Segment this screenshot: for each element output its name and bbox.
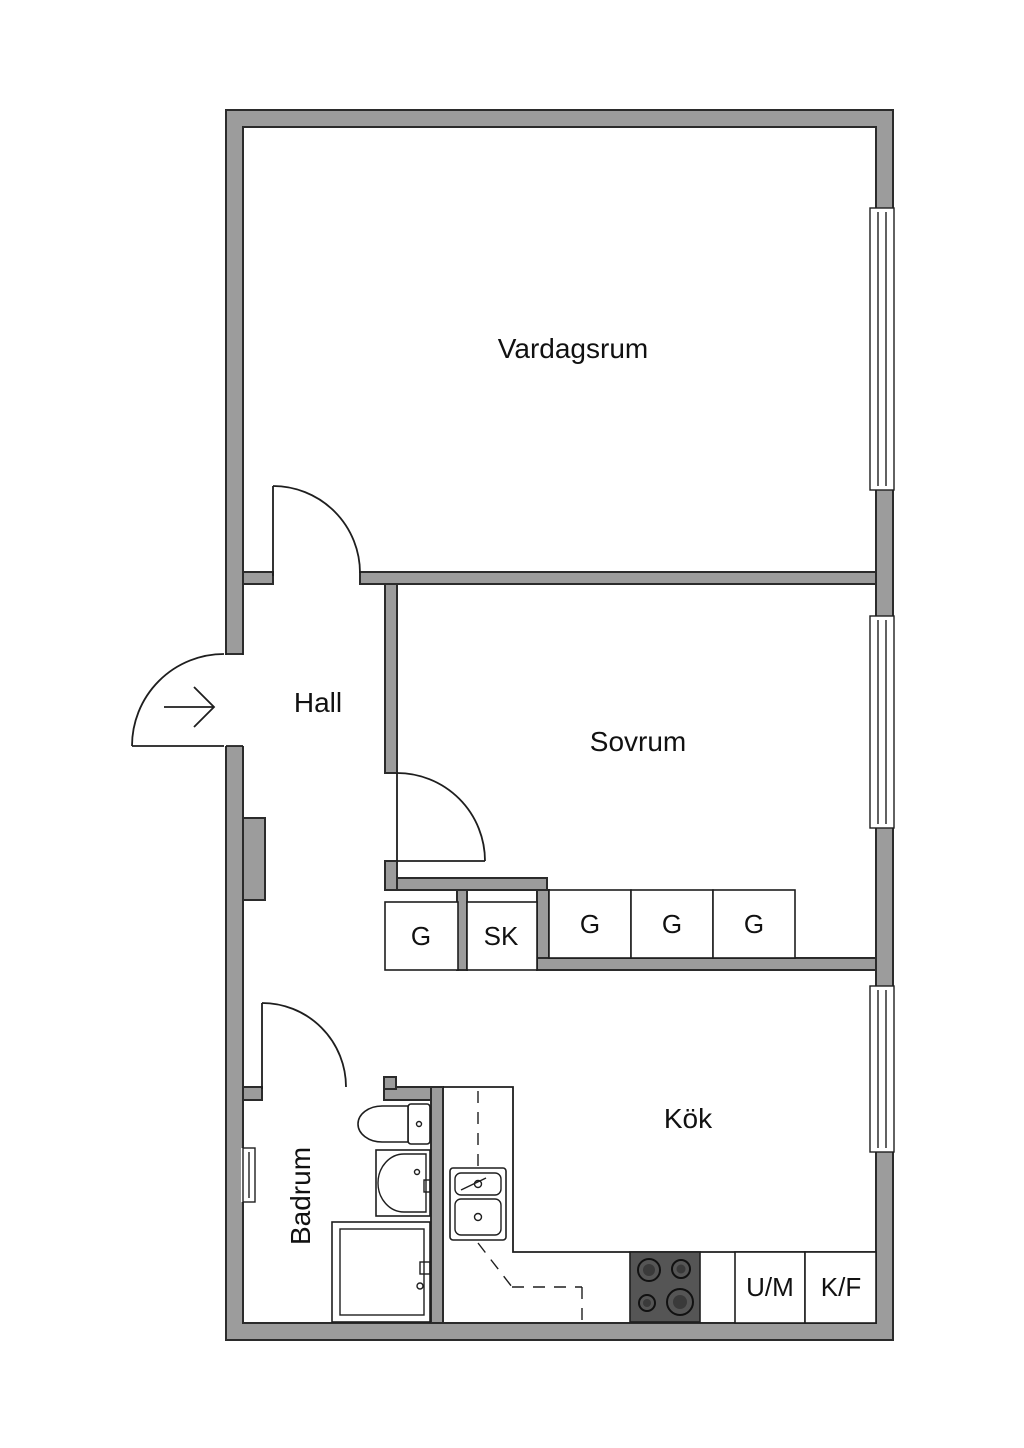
label-fridge-freezer: K/F [821,1272,861,1302]
window-bathroom [241,1147,257,1203]
label-dishwasher: U/M [746,1272,794,1302]
entrance-door [131,653,225,747]
wall-bedroom-closet-base [396,877,548,891]
room-label-kitchen: Kök [664,1103,713,1134]
closet-sk [466,901,538,971]
wall-bath-stub [383,1076,397,1090]
entrance-opening [224,655,245,746]
wall-bedroom-kitchen [536,957,877,971]
window-living [869,207,896,491]
stove-icon [629,1251,701,1323]
wall-living-hall-stub [242,571,274,585]
wardrobe-3 [712,889,796,959]
outer-wall [225,109,894,1341]
label-wardrobe-1: G [580,909,600,939]
wall-bath-kitchen [430,1086,444,1324]
living-room-door [272,485,361,576]
label-wardrobe-3: G [744,909,764,939]
window-kitchen [869,985,896,1153]
wall-living-bedroom [359,571,877,585]
room-label-living: Vardagsrum [498,333,648,364]
wall-bath-top-left [242,1086,263,1101]
kitchen-sink-icon [449,1167,507,1241]
fridge-freezer [804,1251,877,1324]
wardrobe-2 [630,889,714,959]
room-label-hall: Hall [294,687,342,718]
label-wardrobe-2: G [662,909,682,939]
wall-hall-bedroom-lower [384,860,398,891]
shower-icon [331,1221,431,1323]
wall-hall-bedroom-upper [384,583,398,774]
label-closet-sk: SK [484,921,519,951]
room-label-bathroom: Badrum [285,1147,316,1245]
chimney [242,817,266,901]
window-bedroom [869,615,896,829]
bathroom-door [261,1002,347,1089]
wall-closet-divider [536,889,550,959]
room-label-bedroom: Sovrum [590,726,686,757]
toilet-icon [357,1103,431,1145]
entry-arrow-icon [164,686,216,728]
wardrobe-1 [548,889,632,959]
washbasin-icon [375,1149,431,1217]
label-closet-hall: G [411,921,431,951]
bedroom-door [396,772,486,862]
closet-hall [384,901,459,971]
